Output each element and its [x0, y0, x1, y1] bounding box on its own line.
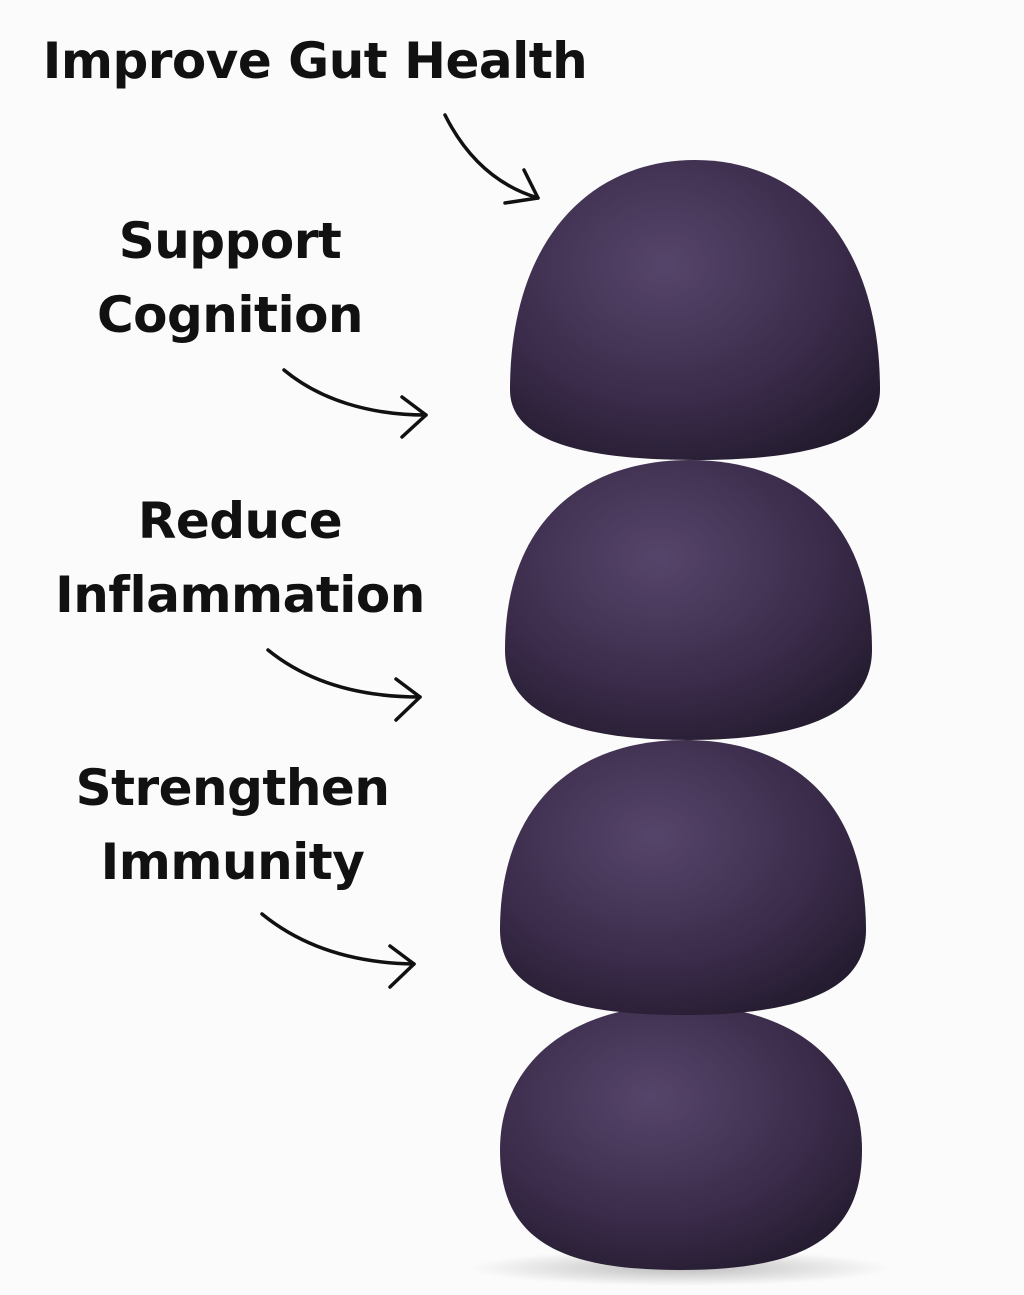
gummy-4 — [500, 1005, 862, 1270]
label-inflammation-line2: Inflammation — [55, 566, 425, 624]
label-cognition-line2: Cognition — [96, 286, 364, 344]
label-cognition-line1: Support — [118, 212, 342, 270]
arrow-gut — [443, 113, 540, 205]
gummy-3 — [500, 740, 866, 1015]
label-inflammation: Reduce Inflammation — [40, 484, 440, 632]
label-immunity-line2: Immunity — [100, 833, 365, 891]
gummy-2 — [505, 460, 872, 740]
gummy-1 — [510, 160, 880, 460]
label-cognition: Support Cognition — [60, 204, 400, 352]
label-gut-health: Improve Gut Health — [42, 32, 588, 90]
arrow-immunity — [260, 912, 416, 989]
label-immunity-line1: Strengthen — [75, 759, 390, 817]
label-immunity: Strengthen Immunity — [50, 751, 415, 899]
arrow-inflammation — [266, 648, 422, 722]
label-inflammation-line1: Reduce — [137, 492, 343, 550]
arrow-cognition — [282, 368, 428, 439]
